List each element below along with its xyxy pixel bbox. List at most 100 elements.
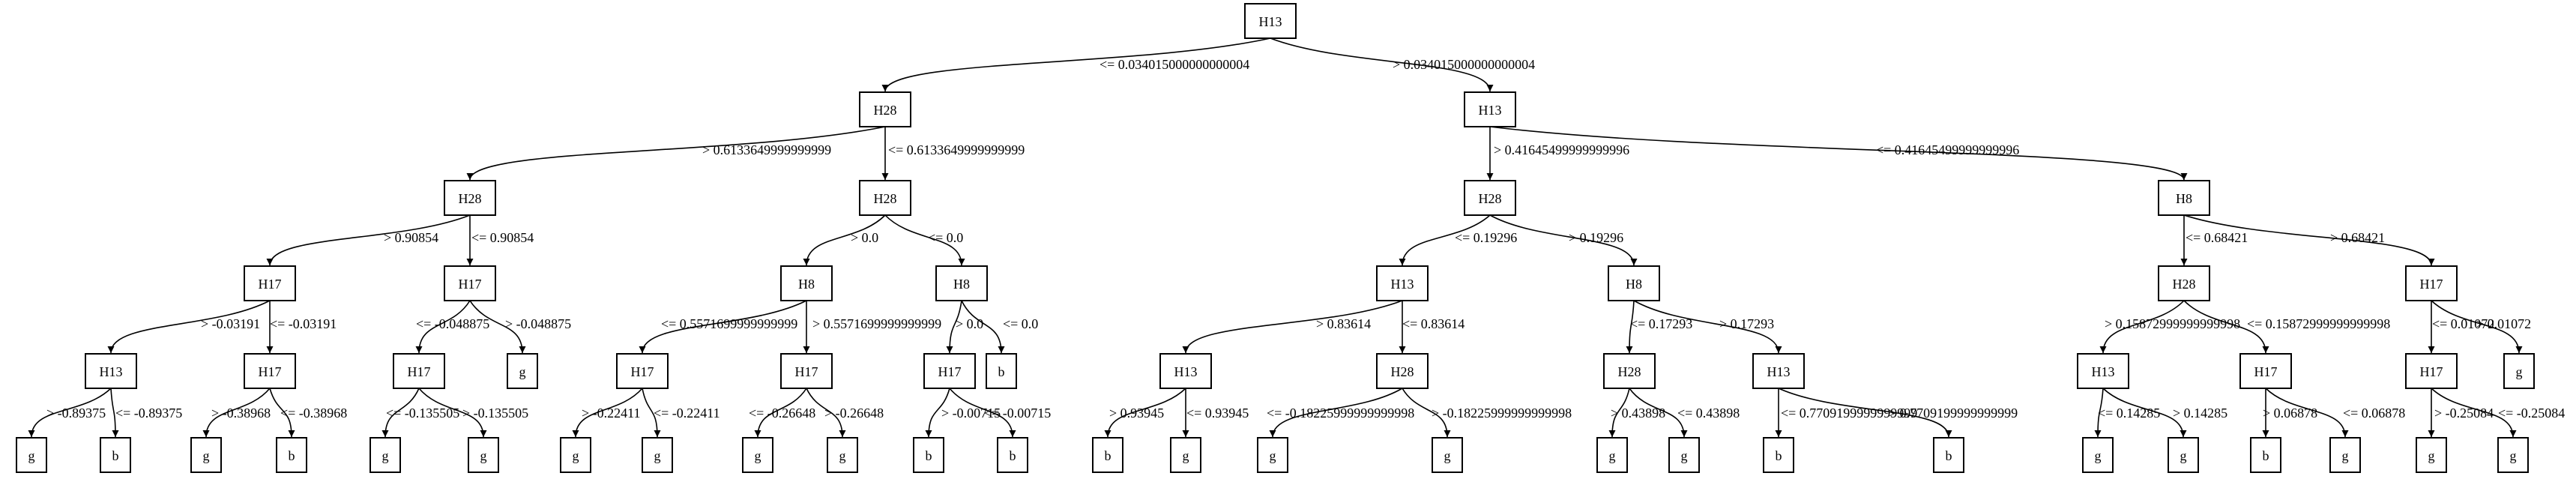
node-box: [986, 353, 1017, 389]
leaf-node-g: g: [2082, 437, 2114, 473]
node-label: H28: [459, 191, 482, 206]
edge-label: > 0.19296: [1569, 230, 1623, 245]
node-label: g: [480, 448, 487, 463]
edge-label: > -0.135505: [462, 406, 528, 421]
leaf-node-g: g: [190, 437, 222, 473]
edge-label: <= 0.7709199999999999: [1781, 406, 1917, 421]
node-box: [1376, 265, 1429, 301]
edge-label: <= 0.43898: [1677, 406, 1740, 421]
edge-label: > -0.89375: [46, 406, 106, 421]
edge-arrow: [2094, 388, 2104, 438]
node-label: g: [654, 448, 661, 463]
node-label: H13: [100, 364, 123, 379]
node-box: [2077, 353, 2129, 389]
edge-arrow: [415, 300, 471, 354]
node-box: [1603, 353, 1656, 389]
split-node-h17: H17: [2239, 353, 2292, 389]
leaf-node-b: b: [913, 437, 944, 473]
split-node-h13: H13: [1464, 91, 1516, 127]
edge-label: <= 0.93945: [1186, 406, 1249, 421]
edge-arrow: [2102, 388, 2187, 438]
edge-label: <= -0.18225999999999998: [1267, 406, 1414, 421]
leaf-node-g: g: [2497, 437, 2529, 473]
node-box: [1257, 437, 1288, 473]
node-label: g: [382, 448, 389, 463]
leaf-node-b: b: [986, 353, 1017, 389]
node-label: b: [1946, 448, 1952, 463]
node-label: g: [755, 448, 761, 463]
split-node-h13: H13: [85, 353, 137, 389]
node-label: g: [1444, 448, 1451, 463]
node-box: [2082, 437, 2114, 473]
edge-arrow: [642, 388, 661, 438]
edge-label: <= -0.38968: [280, 406, 347, 421]
leaf-node-g: g: [1257, 437, 1288, 473]
leaf-node-g: g: [560, 437, 591, 473]
leaf-node-b: b: [1933, 437, 1964, 473]
node-box: [2158, 265, 2210, 301]
node-label: H13: [1391, 277, 1414, 292]
node-label: g: [1270, 448, 1276, 463]
edge-arrow: [803, 214, 886, 266]
edge-label: > -0.22411: [582, 406, 640, 421]
node-label: b: [1105, 448, 1111, 463]
node-label: H17: [2420, 277, 2443, 292]
split-node-h28: H28: [1464, 180, 1516, 216]
edge-arrow: [381, 388, 420, 438]
edge-arrow: [2183, 214, 2435, 266]
edge-label: <= -0.048875: [416, 316, 489, 331]
node-label: g: [1609, 448, 1616, 463]
edge-label: <= 0.6133649999999999: [888, 142, 1025, 157]
edge-label: > 0.17293: [1719, 316, 1774, 331]
split-node-h28: H28: [859, 180, 911, 216]
edge-label: <= 0.68421: [2186, 230, 2248, 245]
node-label: g: [839, 448, 846, 463]
leaf-node-b: b: [2250, 437, 2281, 473]
edge-label: <= -0.135505: [386, 406, 459, 421]
edge-arrow: [925, 388, 950, 438]
edge-label: > 0.90854: [384, 230, 438, 245]
split-node-h28: H28: [2158, 265, 2210, 301]
node-box: [85, 353, 137, 389]
edge-arrow: [107, 300, 271, 354]
edge-label: > 0.06878: [2263, 406, 2317, 421]
node-label: H17: [631, 364, 654, 379]
node-label: g: [2516, 364, 2523, 379]
node-box: [1376, 353, 1429, 389]
node-label: g: [2342, 448, 2349, 463]
edge-label: <= -0.22411: [654, 406, 720, 421]
node-label: b: [1010, 448, 1016, 463]
node-box: [1464, 91, 1516, 127]
edge-label: <= -0.03191: [270, 316, 337, 331]
edge-arrow: [1633, 300, 1782, 354]
node-label: H17: [2420, 364, 2443, 379]
split-node-h28: H28: [1376, 353, 1429, 389]
node-label: H28: [1479, 191, 1502, 206]
split-node-h8: H8: [935, 265, 988, 301]
edge-arrow: [806, 388, 846, 438]
leaf-node-g: g: [1596, 437, 1628, 473]
leaf-node-b: b: [1763, 437, 1794, 473]
node-box: [2158, 180, 2210, 216]
edge-arrow: [269, 388, 295, 438]
leaf-node-g: g: [742, 437, 773, 473]
node-box: [1464, 180, 1516, 216]
split-node-h28: H28: [859, 91, 911, 127]
edge-arrow: [1778, 388, 1952, 438]
split-node-h17: H17: [616, 353, 669, 389]
edge-label: > 0.7709199999999999: [1889, 406, 2018, 421]
edge-arrow: [469, 300, 526, 354]
node-label: g: [2180, 448, 2187, 463]
node-box: [827, 437, 858, 473]
edge-label: <= 0.90854: [471, 230, 534, 245]
edge-label: <= -0.89375: [115, 406, 182, 421]
split-node-h8: H8: [2158, 180, 2210, 216]
split-node-h28: H28: [444, 180, 496, 216]
edge-label: > 0.5571699999999999: [812, 316, 941, 331]
node-label: H28: [874, 191, 897, 206]
node-box: [1608, 265, 1660, 301]
leaf-node-b: b: [997, 437, 1028, 473]
node-label: g: [2428, 448, 2435, 463]
